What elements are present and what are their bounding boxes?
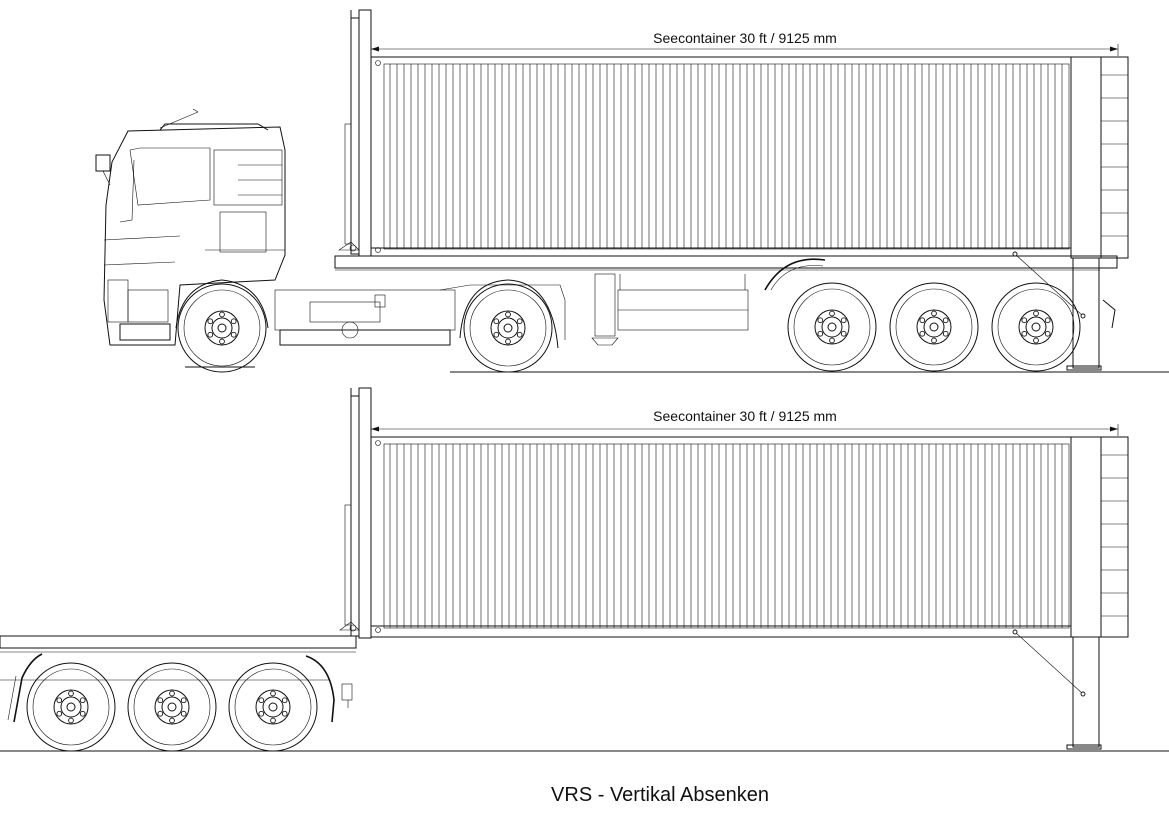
trailer-mudguard [764,258,826,291]
truck-front-wheel [177,283,267,373]
container-dimension: Seecontainer 30 ft / 9125 mm [370,30,1119,56]
trailer-frame [334,255,1118,346]
trailer-wheel [26,662,116,752]
rear-lifting-leg [1012,436,1129,750]
container-dimension-label: Seecontainer 30 ft / 9125 mm [653,408,837,424]
mudguard [459,279,559,349]
sea-container [370,436,1072,638]
mudguard [175,279,269,329]
drawing-caption: VRS - Vertikal Absenken [551,784,769,806]
container-dimension: Seecontainer 30 ft / 9125 mm [370,408,1119,436]
front-lifting-leg [338,9,372,257]
container-dimension-label: Seecontainer 30 ft / 9125 mm [653,30,837,46]
bottom-view: Seecontainer 30 ft / 9125 mm [0,387,1169,752]
rear-lifting-leg [1012,56,1129,371]
sea-container [370,56,1072,257]
top-view: Seecontainer 30 ft / 9125 mm [95,9,1169,373]
trailer-wheel [228,662,318,752]
truck-drive-wheel [463,283,553,373]
trailer-wheel [889,282,979,372]
truck-cab [95,108,286,346]
trailer-wheel [991,282,1081,372]
trailer-wheel [127,662,217,752]
trailer-wheel [787,282,877,372]
front-lifting-leg [339,387,372,639]
container-corrugation [389,64,1063,249]
trailer-mudguard [7,653,335,723]
container-corrugation [389,444,1063,628]
trailer-frame [0,635,357,708]
truck-chassis [274,284,566,346]
